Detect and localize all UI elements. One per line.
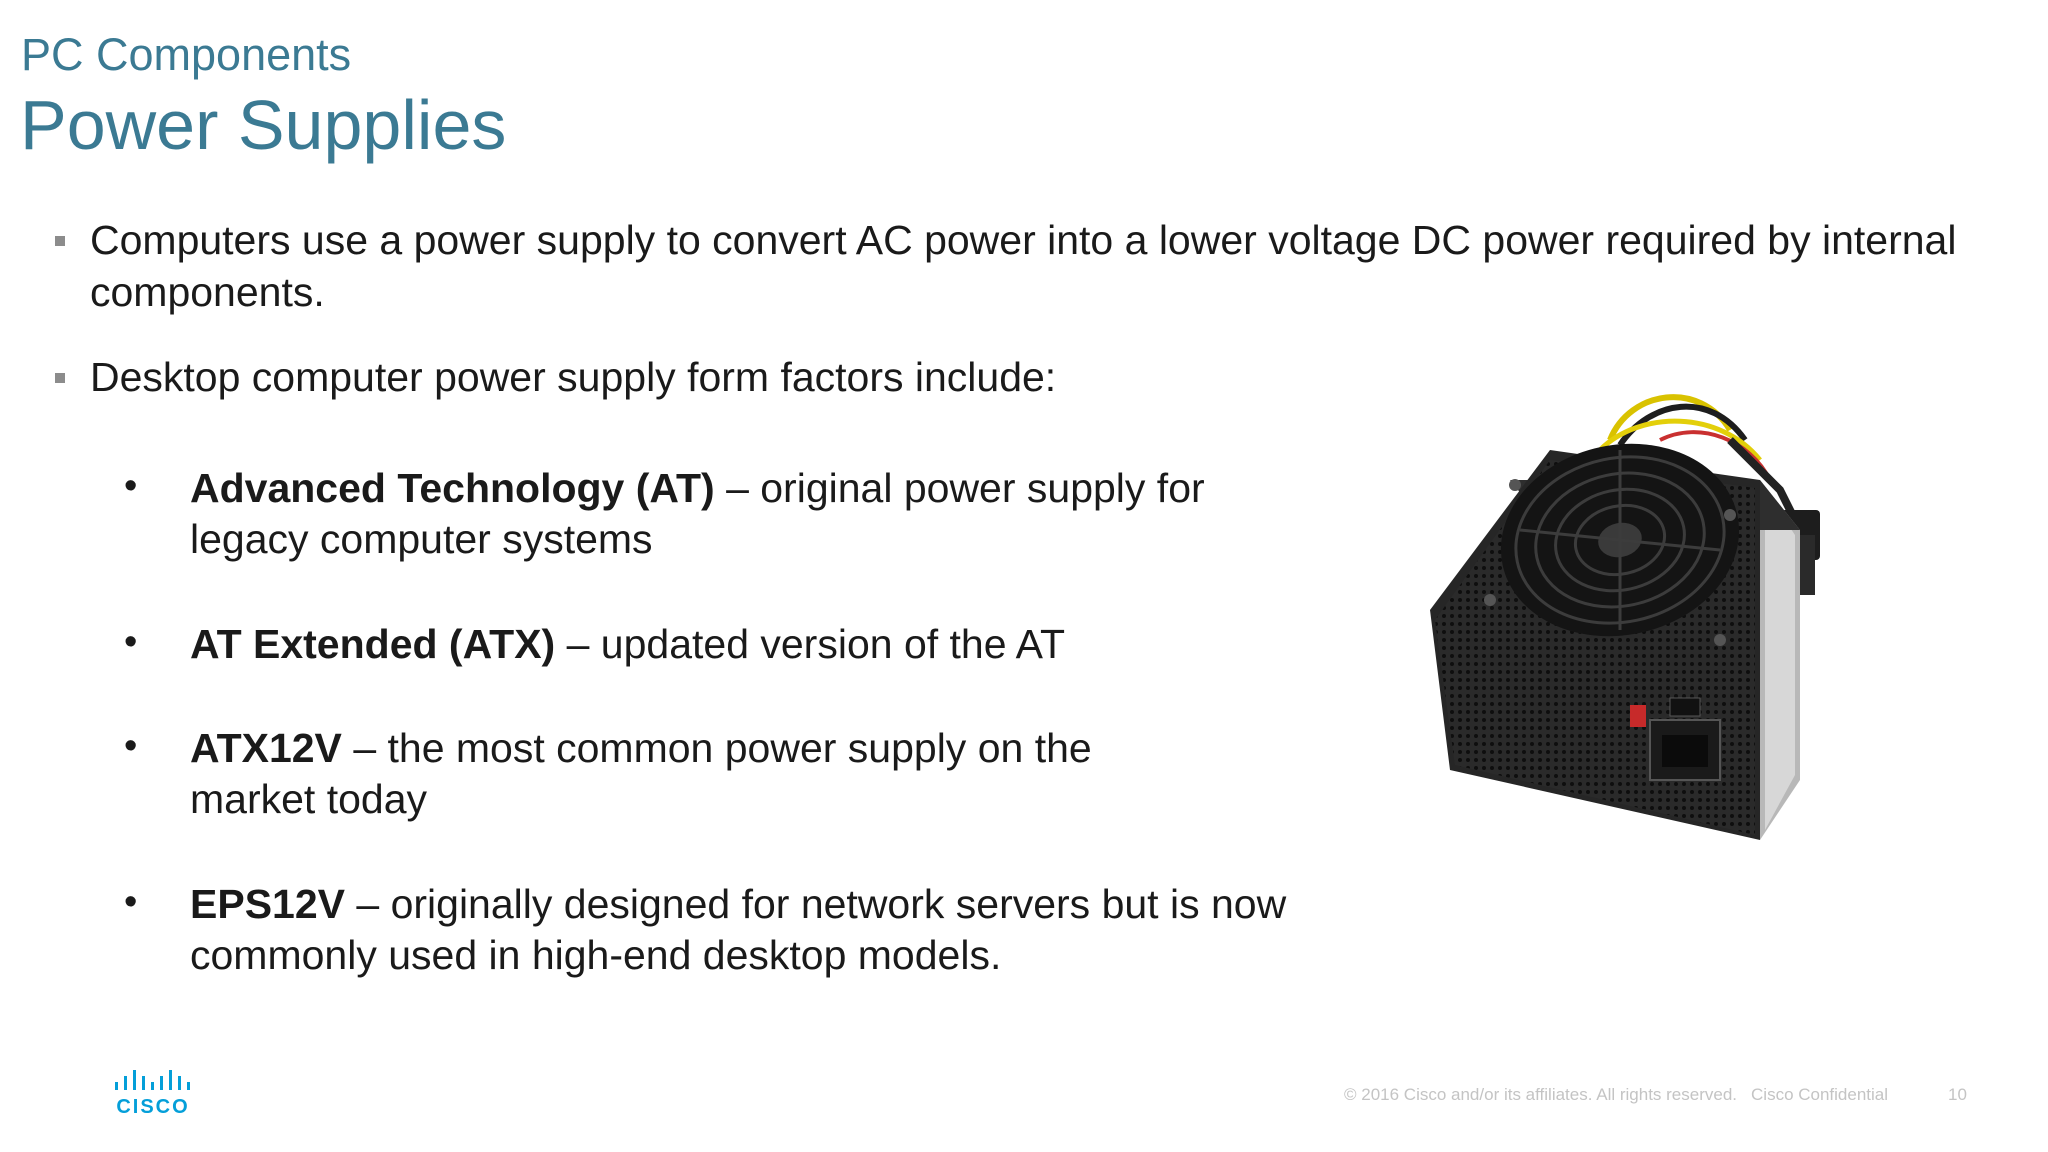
section-kicker: PC Components xyxy=(21,29,352,80)
dot-bullet-icon: • xyxy=(124,881,138,923)
dot-bullet-icon: • xyxy=(124,465,138,507)
sub-bullet-desc: – originally designed for network server… xyxy=(190,881,1287,978)
sub-bullet-term: AT Extended (ATX) xyxy=(190,621,556,667)
sub-bullet-desc: – the most common power supply on the ma… xyxy=(190,725,1092,822)
sub-bullet-term: ATX12V xyxy=(190,725,342,771)
square-bullet-icon xyxy=(55,236,65,246)
sub-bullet-item: Advanced Technology (AT) – original powe… xyxy=(190,463,1290,565)
sub-bullet-item: AT Extended (ATX) – updated version of t… xyxy=(190,619,1290,670)
sub-bullet-desc: – original power supply for legacy compu… xyxy=(190,465,1205,562)
cisco-logo: CISCO xyxy=(115,1070,190,1115)
sub-bullet-item: EPS12V – originally designed for network… xyxy=(190,879,1290,981)
sub-bullet-term: Advanced Technology (AT) xyxy=(190,465,715,511)
square-bullet-icon xyxy=(55,373,65,383)
bullet-item: Computers use a power supply to convert … xyxy=(90,217,1957,315)
power-supply-unit-icon xyxy=(1430,394,1820,840)
bullet-item: Desktop computer power supply form facto… xyxy=(90,354,1057,400)
page-number: 10 xyxy=(1948,1085,1967,1104)
confidential-label: Cisco Confidential xyxy=(1751,1085,1889,1104)
dot-bullet-icon: • xyxy=(124,621,138,663)
page-title: Power Supplies xyxy=(20,86,507,164)
dot-bullet-icon: • xyxy=(124,725,138,767)
sub-bullet-term: EPS12V xyxy=(190,881,345,927)
copyright-text: © 2016 Cisco and/or its affiliates. All … xyxy=(1344,1085,1738,1104)
sub-bullet-desc: – updated version of the AT xyxy=(555,621,1066,667)
sub-bullet-item: ATX12V – the most common power supply on… xyxy=(190,723,1190,825)
footer-copyright: © 2016 Cisco and/or its affiliates. All … xyxy=(1344,1085,1888,1105)
logo-wordmark: CISCO xyxy=(116,1096,189,1115)
